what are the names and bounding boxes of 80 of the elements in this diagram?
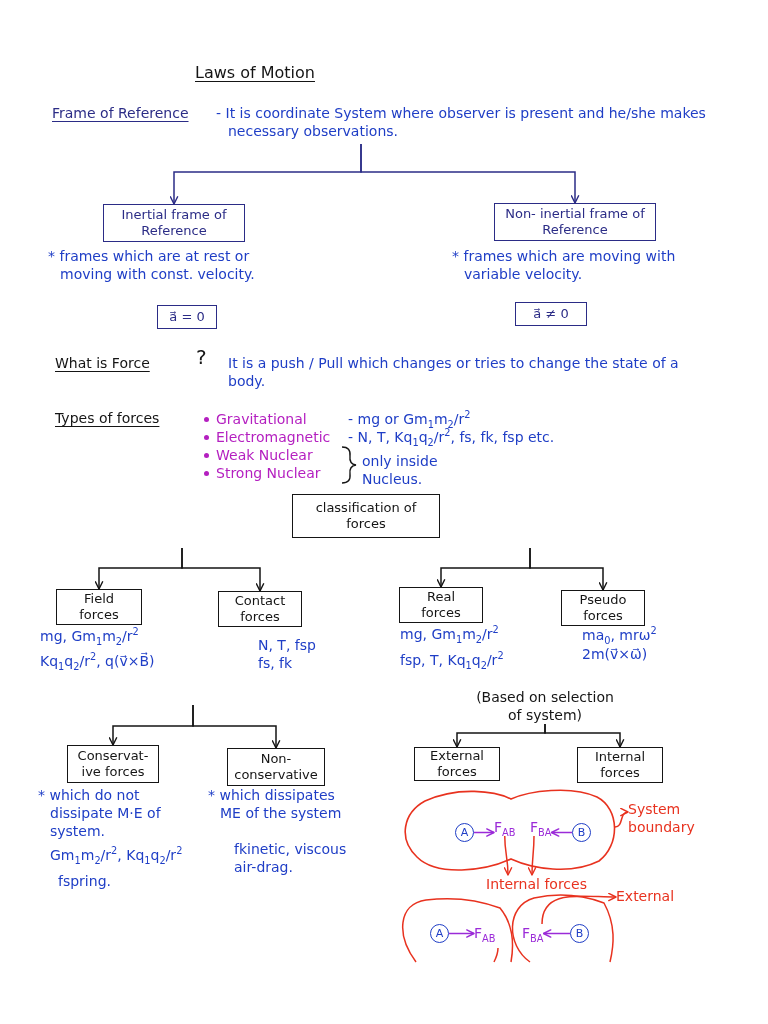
arrow	[529, 547, 608, 591]
body-label: A	[460, 826, 469, 839]
category-box	[56, 589, 142, 625]
note-text: * which do not dissipate M·E of system.	[38, 786, 162, 840]
category-box	[414, 747, 500, 781]
formula-text: fsp, T, Kq$_{1}$q$_{2}$/r$^{2}$	[400, 651, 504, 669]
body-label: B	[575, 927, 584, 940]
category-box	[227, 748, 325, 786]
formula-text: N, T, fsp	[258, 636, 316, 654]
arrow	[181, 547, 265, 592]
force-label: F$_{BA}$	[522, 924, 544, 942]
formula-text: - mg or Gm$_{1}$m$_{2}$/r$^{2}$	[348, 410, 471, 428]
box-label: Conservat- ive forces	[76, 748, 150, 780]
definition-text: It is a push / Pull which changes or tries to change the state of a body.	[228, 354, 680, 390]
question-mark: ?	[196, 348, 207, 366]
force-label: F$_{AB}$	[494, 818, 516, 836]
category-box	[67, 745, 159, 783]
force-type: Strong Nuclear	[216, 464, 321, 482]
force-type: Electromagnetic	[216, 428, 331, 446]
formula-text: Kq$_{1}$q$_{2}$/r$^{2}$, q(v⃗×B⃗)	[40, 652, 155, 670]
pointer-arrow	[527, 835, 537, 876]
pointer-arrow	[503, 835, 513, 876]
formula-text: ma$_{0}$, mrω$^{2}$	[582, 626, 657, 644]
body-label: A	[435, 927, 444, 940]
arrow	[192, 704, 281, 749]
page-title: Laws of Motion	[195, 64, 315, 82]
force-label: F$_{BA}$	[530, 818, 552, 836]
force-arrow	[550, 828, 573, 837]
box-label: Real forces	[420, 589, 462, 621]
formula-text: mg, Gm$_{1}$m$_{2}$/r$^{2}$	[40, 627, 139, 645]
pointer-arrow	[614, 808, 629, 828]
frame-box	[494, 203, 656, 241]
category-box	[292, 494, 440, 538]
note-text: only inside Nucleus.	[362, 452, 439, 488]
formula-text: Gm$_{1}$m$_{2}$/r$^{2}$, Kq$_{1}$q$_{2}$/r$^{2}$	[50, 846, 183, 864]
force-arrow	[448, 929, 475, 938]
box-label: Non- conservative	[233, 751, 319, 783]
arrow	[360, 143, 580, 204]
box-label: a⃗ ≠ 0	[533, 306, 569, 322]
category-box	[218, 591, 302, 627]
note-text: * frames which are moving with variable velocity.	[452, 247, 677, 283]
term-heading: Frame of Reference	[52, 104, 189, 122]
formula-text: - N, T, Kq$_{1}$q$_{2}$/r$^{2}$, fs, fk, fsp etc.	[348, 428, 555, 446]
term-heading: Types of forces	[55, 409, 160, 427]
annotation-text: System boundary	[628, 800, 702, 836]
frame-box	[103, 204, 245, 242]
formula-text: mg, Gm$_{1}$m$_{2}$/r$^{2}$	[400, 625, 499, 643]
box-label: External forces	[429, 748, 485, 780]
box-label: Internal forces	[593, 749, 647, 781]
term-heading: What is Force	[55, 354, 150, 372]
box-label: classification of forces	[314, 500, 418, 532]
note-text: fkinetic, viscous air-drag.	[234, 840, 348, 876]
formula-text: fspring.	[58, 872, 111, 890]
force-label: F$_{AB}$	[474, 924, 496, 942]
formula-box	[157, 305, 217, 329]
note-text: * which dissipates ME of the system	[208, 786, 343, 822]
category-box	[577, 747, 663, 783]
annotation-text: Internal forces	[486, 875, 587, 893]
definition-text: - It is coordinate System where observer is present and he/she makes necessary observations.	[216, 104, 706, 140]
body-label: B	[577, 826, 586, 839]
category-box	[561, 590, 645, 626]
arrow	[544, 723, 625, 748]
formula-text: fs, fk	[258, 654, 293, 672]
formula-box	[515, 302, 587, 326]
force-type: Gravitational	[216, 410, 307, 428]
box-label: a⃗ = 0	[169, 309, 205, 325]
box-label: Field forces	[78, 591, 120, 623]
box-label: Inertial frame of Reference	[120, 207, 228, 239]
force-type: Weak Nuclear	[216, 446, 313, 464]
force-arrow	[473, 828, 495, 837]
pointer-arrow	[541, 892, 617, 925]
annotation-text: External	[616, 887, 675, 905]
force-arrow	[542, 929, 571, 938]
box-label: Pseudo forces	[578, 592, 628, 624]
box-label: Non- inertial frame of Reference	[504, 206, 646, 238]
category-box	[399, 587, 483, 623]
note-text: (Based on selection of system)	[470, 688, 620, 724]
note-text: * frames which are at rest or moving with const. velocity.	[48, 247, 256, 283]
formula-text: 2m(v⃗×ω⃗)	[582, 645, 648, 663]
box-label: Contact forces	[233, 593, 287, 625]
